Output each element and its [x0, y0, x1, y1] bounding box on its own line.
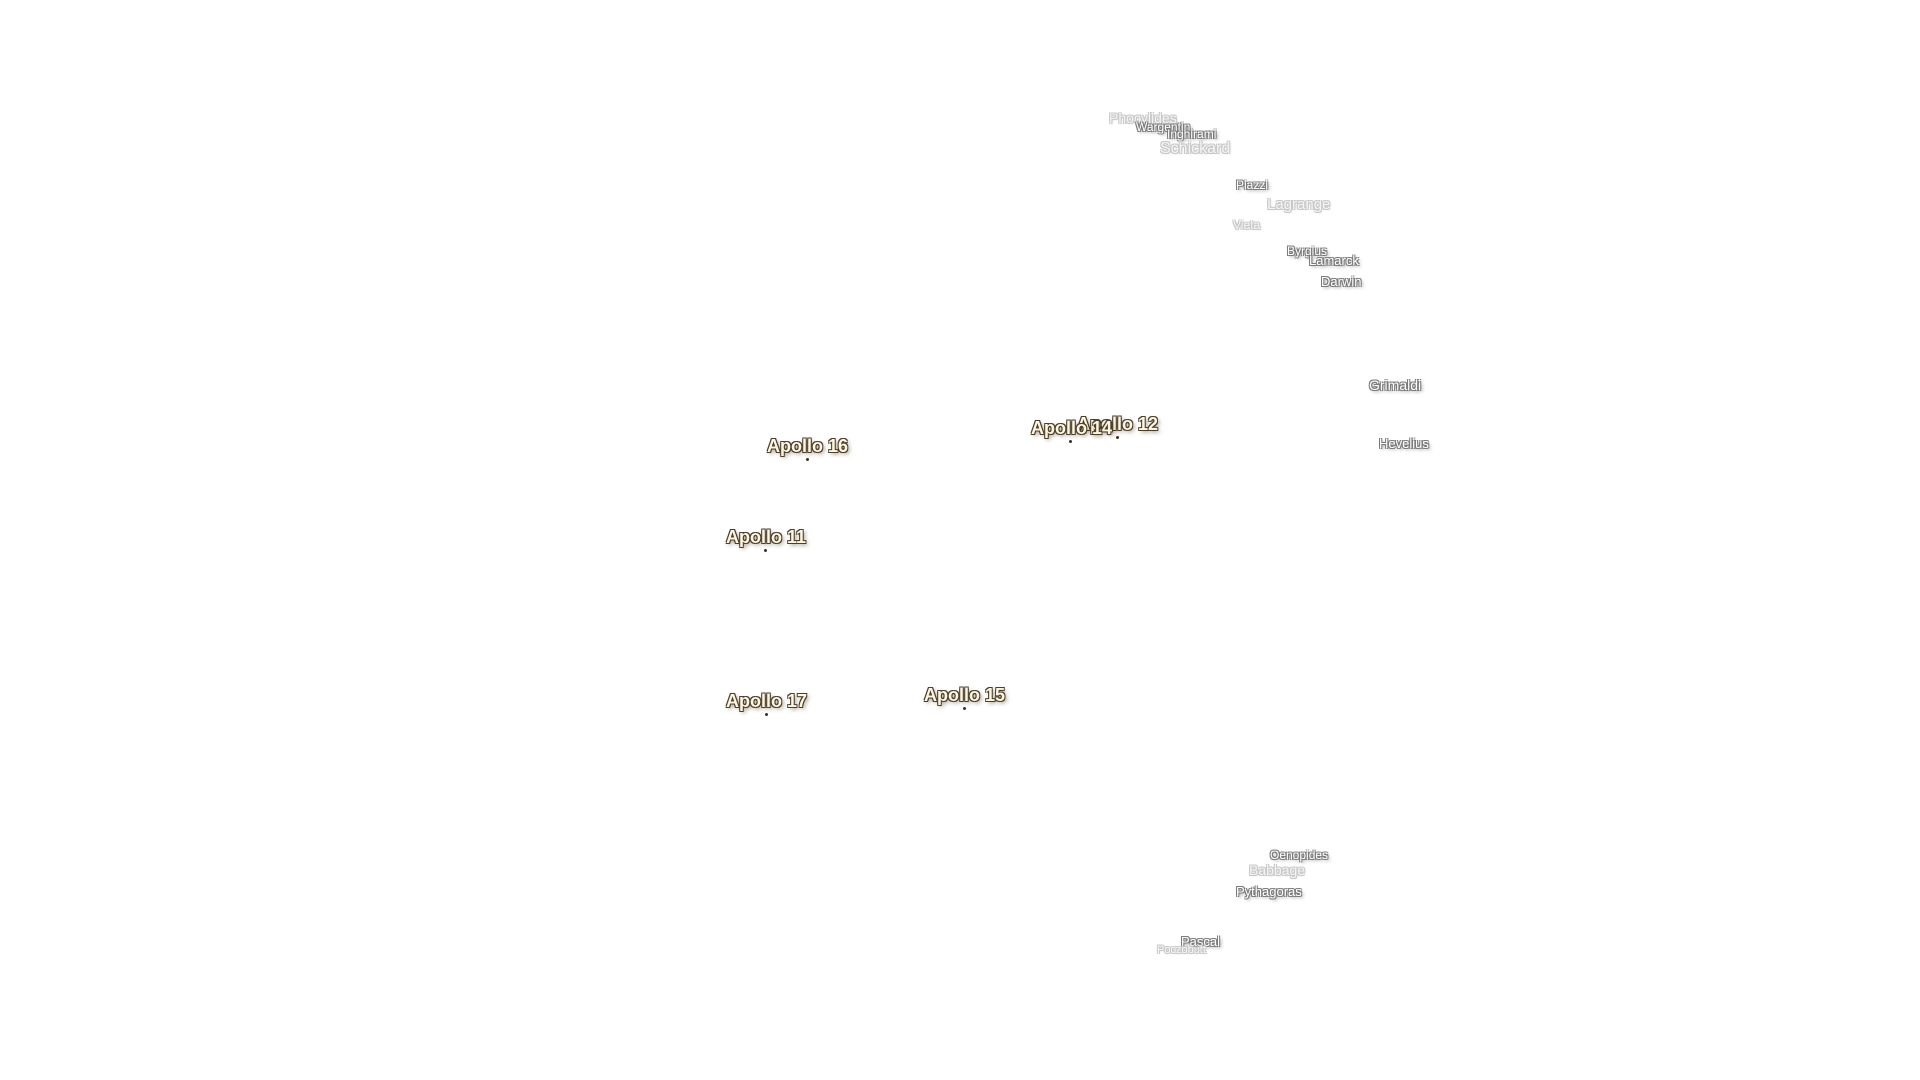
crater-label-darwin[interactable]: Darwin: [1321, 274, 1362, 289]
crater-label-oenopides[interactable]: Oenopides: [1270, 848, 1329, 862]
crater-label-phocylides[interactable]: Phocylides: [1109, 110, 1177, 126]
landing-site-label-apollo-16[interactable]: Apollo 16: [767, 436, 849, 456]
crater-label-inghirami[interactable]: Inghirami: [1167, 127, 1217, 141]
landing-site-label-apollo-15[interactable]: Apollo 15: [924, 685, 1006, 705]
crater-label-byrgius[interactable]: Byrgius: [1287, 244, 1328, 258]
crater-label-lamarck[interactable]: Lamarck: [1309, 253, 1359, 268]
crater-label-pythagoras[interactable]: Pythagoras: [1236, 884, 1302, 899]
landing-site-marker-apollo-15[interactable]: [963, 707, 966, 710]
landing-site-label-apollo-11[interactable]: Apollo 11: [726, 527, 807, 547]
landing-site-marker-apollo-11[interactable]: [764, 549, 767, 552]
crater-label-wargentin[interactable]: Wargentin: [1136, 120, 1191, 134]
crater-label-schickard[interactable]: Schickard: [1160, 140, 1231, 157]
landing-site-marker-apollo-12[interactable]: [1116, 436, 1119, 439]
crater-label-poczobutt[interactable]: Poczobutt: [1157, 944, 1206, 956]
landing-site-label-apollo-17[interactable]: Apollo 17: [726, 691, 808, 711]
landing-site-label-apollo-14[interactable]: Apollo 14: [1031, 418, 1113, 438]
landing-site-label-apollo-12[interactable]: Apollo 12: [1077, 414, 1159, 434]
landing-site-marker-apollo-17[interactable]: [765, 713, 768, 716]
crater-label-babbage[interactable]: Babbage: [1249, 862, 1306, 878]
crater-label-vieta[interactable]: Vieta: [1233, 218, 1261, 232]
crater-label-pascal[interactable]: Pascal: [1181, 934, 1221, 949]
crater-label-hevelius[interactable]: Hevelius: [1379, 436, 1429, 451]
crater-label-piazzi[interactable]: Piazzi: [1236, 178, 1269, 192]
landing-site-marker-apollo-14[interactable]: [1069, 440, 1072, 443]
crater-label-lagrange[interactable]: Lagrange: [1267, 196, 1331, 213]
crater-label-grimaldi[interactable]: Grimaldi: [1369, 377, 1422, 393]
landing-site-marker-apollo-16[interactable]: [806, 458, 809, 461]
